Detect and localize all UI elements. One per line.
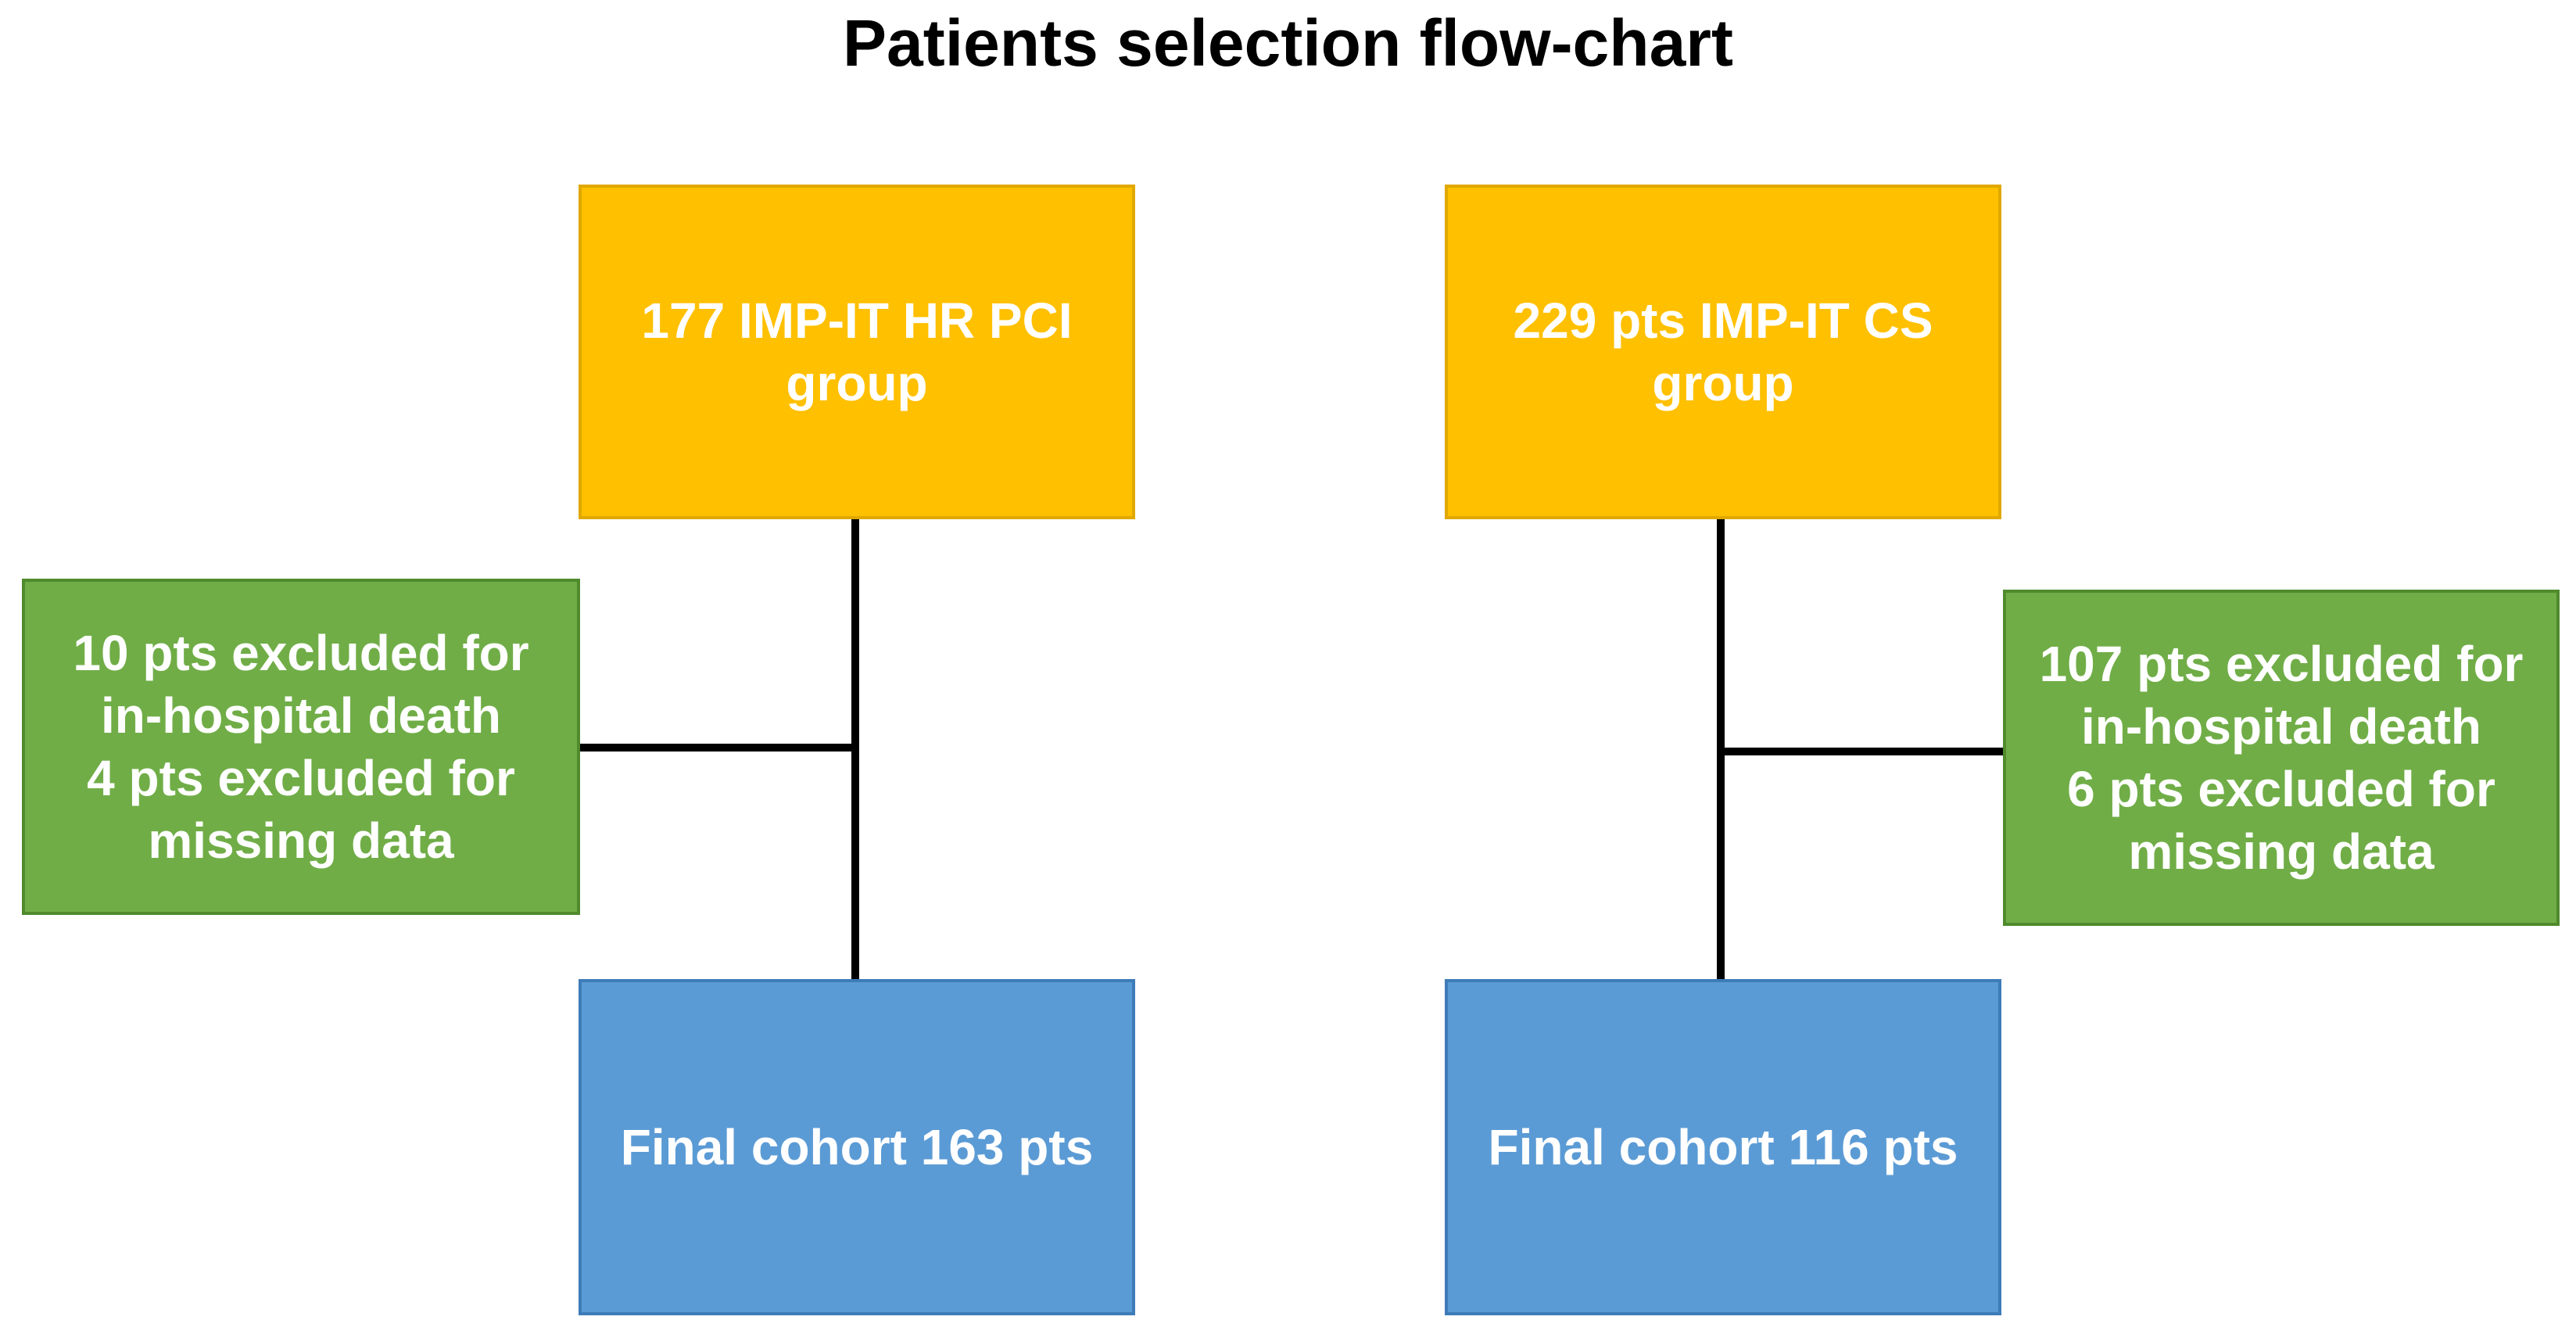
hr-pci-exclusion-line-2: in-hospital death [101,687,501,744]
left-exclusion-connector [580,744,855,752]
hr-pci-exclusion-text: 10 pts excluded for in-hospital death 4 … [73,622,528,872]
right-exclusion-connector [1721,748,2003,755]
left-vertical-connector [851,519,859,979]
hr-pci-final-cohort-box: Final cohort 163 pts [579,979,1135,1315]
hr-pci-final-cohort-text: Final cohort 163 pts [621,1116,1094,1178]
cs-final-cohort-text: Final cohort 116 pts [1488,1116,1958,1178]
cs-group-box: 229 pts IMP-IT CS group [1445,185,2001,519]
cs-group-text: 229 pts IMP-IT CS group [1514,289,1933,414]
hr-pci-exclusion-line-1: 10 pts excluded for [73,625,529,681]
cs-exclusion-box: 107 pts excluded for in-hospital death 6… [2003,590,2560,926]
chart-title: Patients selection flow-chart [843,5,1733,80]
cs-exclusion-line-4: missing data [2128,823,2434,880]
hr-pci-group-line-1: 177 IMP-IT HR PCI [641,292,1073,349]
cs-exclusion-line-3: 6 pts excluded for [2067,761,2495,817]
hr-pci-group-line-2: group [786,355,928,411]
hr-pci-final-cohort-line-1: Final cohort 163 pts [620,1119,1094,1175]
cs-exclusion-line-2: in-hospital death [2081,698,2481,755]
hr-pci-exclusion-box: 10 pts excluded for in-hospital death 4 … [22,579,580,915]
cs-exclusion-line-1: 107 pts excluded for [2039,636,2524,692]
cs-final-cohort-box: Final cohort 116 pts [1445,979,2001,1315]
hr-pci-group-box: 177 IMP-IT HR PCI group [579,185,1135,519]
cs-final-cohort-line-1: Final cohort 116 pts [1488,1119,1958,1175]
hr-pci-exclusion-line-3: 4 pts excluded for [87,750,515,806]
cs-group-line-1: 229 pts IMP-IT CS [1513,292,1933,349]
hr-pci-group-text: 177 IMP-IT HR PCI group [641,289,1072,414]
cs-group-line-2: group [1652,355,1794,411]
hr-pci-exclusion-line-4: missing data [148,812,454,869]
cs-exclusion-text: 107 pts excluded for in-hospital death 6… [2040,633,2524,883]
